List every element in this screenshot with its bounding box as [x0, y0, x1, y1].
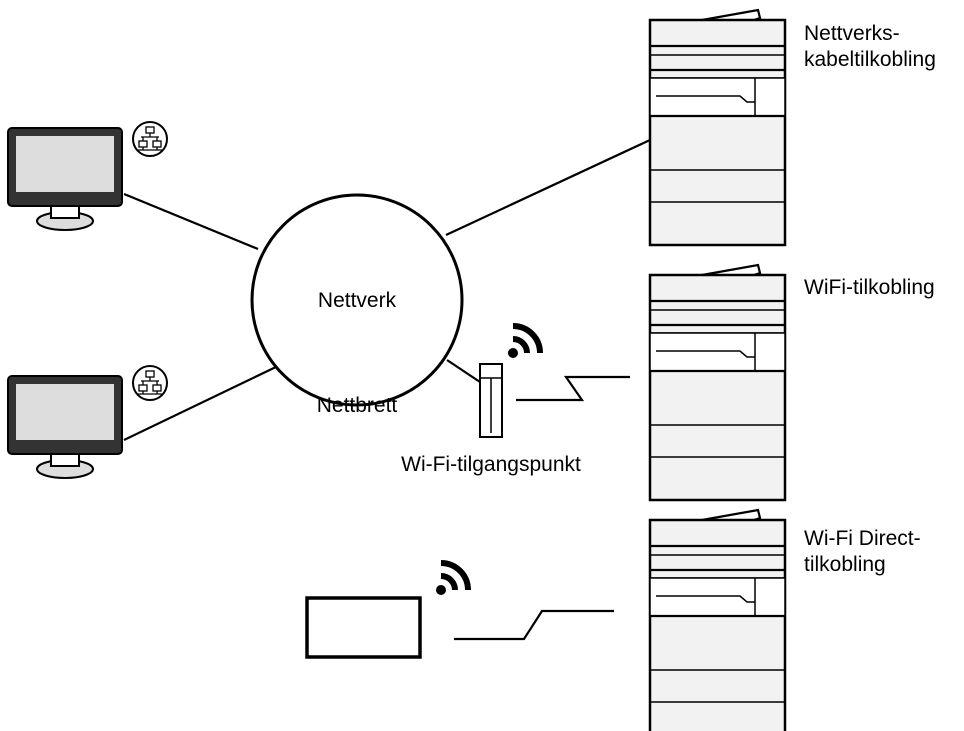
network-label: Nettverk — [318, 289, 397, 312]
printer-2 — [648, 263, 787, 502]
monitor-1 — [7, 127, 123, 231]
cable-monitor-2-to-network — [123, 365, 279, 441]
wifi-signal-icon — [508, 326, 540, 358]
cable-monitor-1-to-network — [123, 192, 259, 251]
network-cloud — [250, 193, 464, 407]
printer-2-label: WiFi-tilkobling — [804, 276, 935, 299]
cable-network-to-access-point — [446, 359, 481, 383]
lan-icon — [132, 121, 168, 157]
cable-network-to-printer-1 — [445, 139, 651, 236]
wireless-link-tablet-to-printer-3 — [454, 609, 614, 641]
printer-1 — [648, 8, 787, 247]
printer-3 — [648, 508, 787, 731]
printer-3-label-line-2: tilkobling — [804, 553, 886, 576]
access-point-label: Wi-Fi-tilgangspunkt — [401, 453, 581, 476]
monitor-2 — [7, 375, 123, 479]
tablet-label: Nettbrett — [317, 394, 398, 417]
wireless-link-ap-to-printer-2 — [516, 375, 630, 402]
tablet-device — [305, 596, 422, 659]
wifi-signal-icon — [436, 563, 468, 595]
lan-icon — [132, 365, 168, 401]
printer-1-label-line-1: Nettverks- — [804, 22, 900, 45]
printer-3-label-line-1: Wi-Fi Direct- — [804, 527, 921, 550]
access-point-device — [479, 363, 503, 438]
printer-1-label-line-2: kabeltilkobling — [804, 48, 936, 71]
